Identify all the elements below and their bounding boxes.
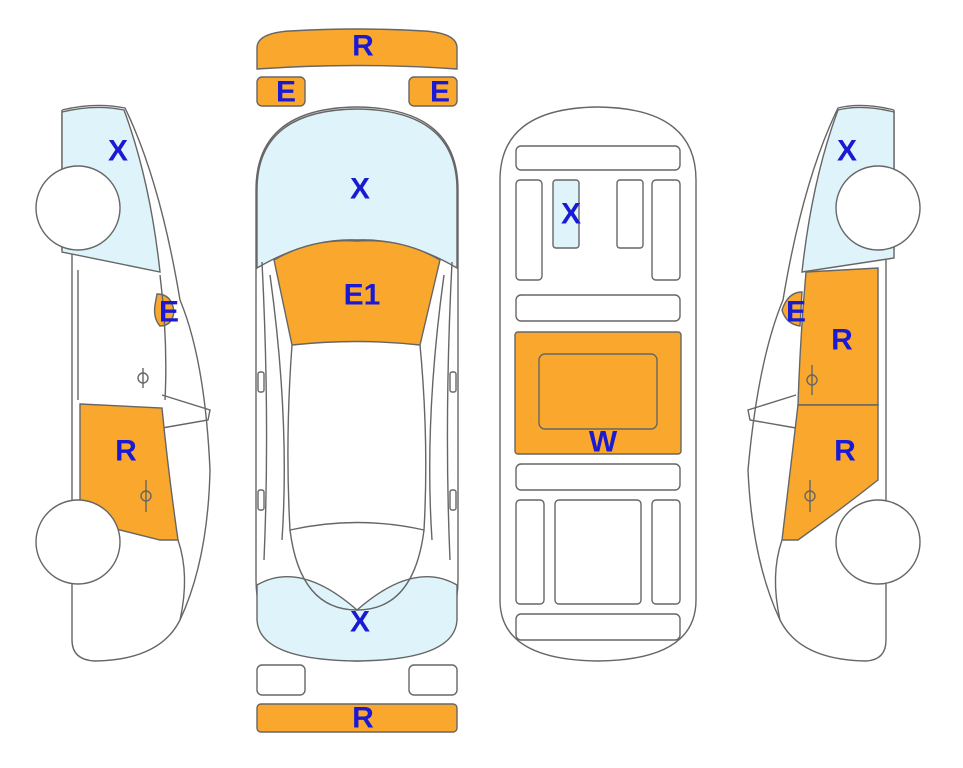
- front-bumper-panel[interactable]: [256, 28, 458, 70]
- right-side-light-label: E: [786, 296, 806, 329]
- left-side-body: [61, 104, 211, 662]
- sunroof-label: W: [589, 426, 618, 459]
- left-side-window-label: X: [108, 135, 128, 168]
- hood-panel[interactable]: [273, 239, 441, 346]
- windshield-label: X: [350, 173, 370, 206]
- right-side-view: [747, 104, 921, 662]
- interior-body: [499, 106, 697, 662]
- right-headlight-label: E: [430, 76, 450, 109]
- left-side-light-panel[interactable]: [153, 293, 175, 327]
- left-side-rear-door-label: R: [115, 435, 137, 468]
- left-rear-wheel: [35, 499, 121, 585]
- damage-labels: R E E X E1 X R X W X E R X E R R: [108, 30, 857, 735]
- rear-window-panel[interactable]: [256, 576, 458, 662]
- hood-label: E1: [344, 279, 381, 312]
- sunroof-glass: [538, 353, 658, 430]
- right-rear-wheel: [835, 499, 921, 585]
- left-taillight[interactable]: [256, 664, 306, 696]
- front-bumper-label: R: [352, 30, 374, 63]
- rear-window-label: X: [350, 606, 370, 639]
- left-side-light-label: E: [159, 296, 179, 329]
- left-front-wheel: [35, 165, 121, 251]
- sunroof-frame-panel[interactable]: [514, 331, 682, 455]
- small-window-panel[interactable]: [552, 179, 580, 249]
- top-view: [255, 28, 459, 733]
- right-side-light-panel[interactable]: [781, 291, 803, 327]
- right-side-rear-door-panel[interactable]: [781, 404, 879, 541]
- right-side-body: [747, 104, 895, 662]
- left-side-view: [35, 104, 211, 662]
- left-headlight-panel[interactable]: [256, 76, 306, 107]
- right-headlight-panel[interactable]: [408, 76, 458, 107]
- right-side-window-label: X: [837, 135, 857, 168]
- interior-view: [499, 106, 697, 662]
- right-side-front-door-label: R: [831, 324, 853, 357]
- right-side-rear-door-label: R: [834, 435, 856, 468]
- left-headlight-label: E: [276, 76, 296, 109]
- floor-small-window-label: X: [561, 198, 581, 231]
- rear-bumper-label: R: [352, 702, 374, 735]
- right-taillight[interactable]: [408, 664, 458, 696]
- rear-bumper-panel[interactable]: [256, 703, 458, 733]
- right-front-wheel: [835, 165, 921, 251]
